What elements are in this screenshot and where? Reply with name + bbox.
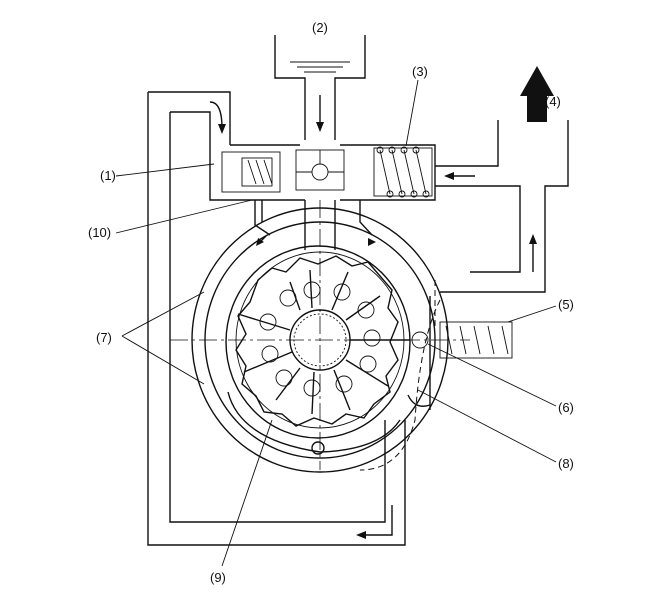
label-6: (6)	[558, 400, 574, 415]
outlet-arrow-icon	[520, 66, 554, 122]
flow-arrow-right	[368, 238, 376, 246]
label-5: (5)	[558, 297, 574, 312]
label-1: (1)	[100, 168, 116, 183]
label-10: (10)	[88, 225, 111, 240]
flow-control-valve	[209, 144, 436, 250]
return-line	[147, 91, 406, 546]
label-7: (7)	[96, 330, 112, 345]
label-8: (8)	[558, 456, 574, 471]
label-4: (4)	[545, 94, 561, 109]
cam-ring	[225, 245, 411, 439]
rotor	[235, 255, 410, 427]
outlet-line	[435, 66, 569, 293]
label-2: (2)	[312, 20, 328, 35]
reservoir	[274, 35, 366, 140]
label-3: (3)	[412, 64, 428, 79]
leader-lines	[115, 79, 557, 567]
pivot-pin	[311, 441, 325, 455]
cam-spring	[411, 321, 513, 359]
label-9: (9)	[210, 570, 226, 585]
